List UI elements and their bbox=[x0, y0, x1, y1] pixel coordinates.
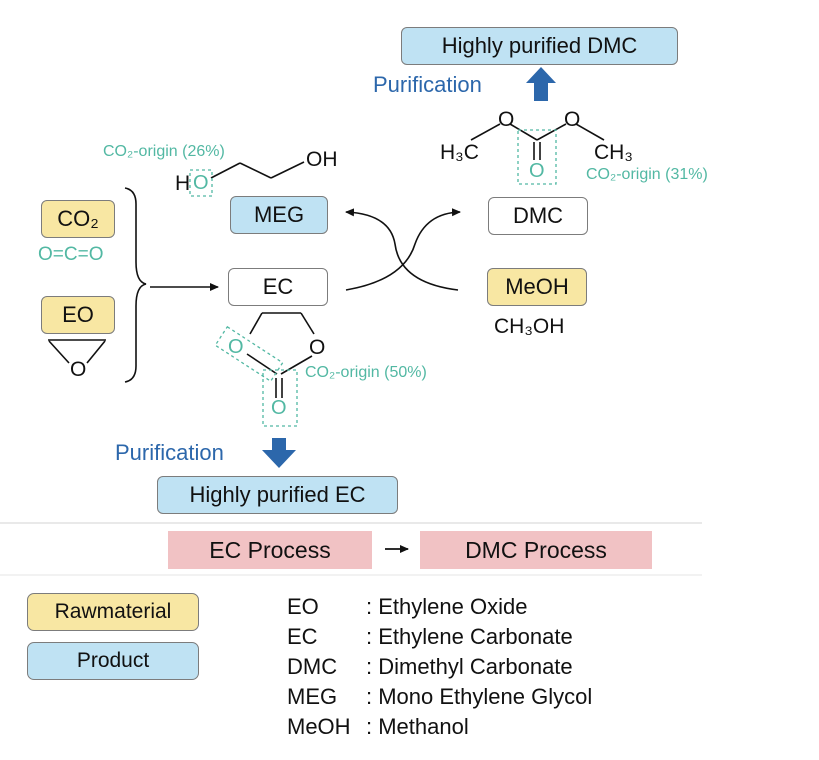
meg-co2-origin: CO₂-origin (26%) bbox=[103, 143, 225, 160]
meg-h: H bbox=[175, 172, 191, 195]
highly-purified-dmc-box: Highly purified DMC bbox=[401, 27, 678, 65]
co2-box: CO₂ bbox=[41, 200, 115, 238]
ec-o2: O bbox=[309, 336, 326, 359]
ec-co2-dotted-box-diag bbox=[214, 325, 284, 383]
legend-def: : Ethylene Oxide bbox=[366, 594, 528, 619]
dmc-h3c: H₃C bbox=[440, 141, 479, 164]
legend-raw-label: Rawmaterial bbox=[54, 600, 172, 623]
eo-box: EO bbox=[41, 296, 115, 334]
legend-raw-box: Rawmaterial bbox=[27, 593, 199, 631]
meg-o: O bbox=[193, 172, 209, 194]
ec-structure bbox=[246, 312, 315, 398]
legend-def: : Dimethyl Carbonate bbox=[366, 654, 573, 679]
co2-formula: O=C=O bbox=[38, 244, 104, 265]
co2-label: CO₂ bbox=[57, 206, 99, 231]
dmc-structure bbox=[470, 123, 605, 160]
dmc-co2-origin: CO₂-origin (31%) bbox=[586, 166, 708, 183]
legend-def: : Mono Ethylene Glycol bbox=[366, 684, 593, 709]
ec-process-box: EC Process bbox=[168, 531, 372, 569]
meoh-label: MeOH bbox=[505, 274, 569, 299]
meoh-formula: CH₃OH bbox=[494, 315, 565, 338]
legend-def: : Methanol bbox=[366, 714, 469, 739]
eo-label: EO bbox=[62, 302, 94, 327]
highly-purified-dmc-label: Highly purified DMC bbox=[441, 33, 638, 58]
legend-abbr: DMC bbox=[287, 654, 338, 679]
legend-abbr: MEG bbox=[287, 684, 338, 709]
ec-co2-origin: CO₂-origin (50%) bbox=[305, 364, 427, 381]
dmc-o3: O bbox=[529, 160, 545, 182]
meg-structure bbox=[210, 161, 305, 179]
ec-to-dmc-arrow bbox=[345, 208, 461, 291]
purification-top-label: Purification bbox=[373, 72, 482, 97]
dmc-o1: O bbox=[498, 108, 515, 131]
legend-abbr: EC bbox=[287, 624, 318, 649]
legend-def: : Ethylene Carbonate bbox=[366, 624, 573, 649]
legend-product-box: Product bbox=[27, 642, 199, 680]
eo-o: O bbox=[70, 358, 87, 381]
ec-co2-dotted-box bbox=[262, 369, 298, 427]
dmc-o2: O bbox=[564, 108, 581, 131]
dmc-ch3: CH₃ bbox=[594, 141, 633, 164]
dmc-process-box: DMC Process bbox=[420, 531, 652, 569]
highly-purified-ec-label: Highly purified EC bbox=[189, 482, 366, 507]
ec-process-label: EC Process bbox=[209, 536, 331, 563]
eo-structure bbox=[48, 339, 106, 364]
purification-bottom-label: Purification bbox=[115, 440, 224, 465]
ec-o3: O bbox=[271, 397, 287, 419]
meg-label: MEG bbox=[253, 202, 305, 227]
legend-product-label: Product bbox=[76, 649, 150, 672]
highly-purified-ec-box: Highly purified EC bbox=[157, 476, 398, 514]
meg-box: MEG bbox=[230, 196, 328, 234]
dmc-process-label: DMC Process bbox=[465, 536, 607, 563]
dmc-label: DMC bbox=[512, 203, 564, 228]
ec-box: EC bbox=[228, 268, 328, 306]
dmc-box: DMC bbox=[488, 197, 588, 235]
legend-abbr: EO bbox=[287, 594, 319, 619]
dmc-co2-dotted-box bbox=[517, 129, 557, 185]
raw-bracket bbox=[124, 187, 147, 383]
meg-oh: OH bbox=[306, 148, 338, 171]
meoh-box: MeOH bbox=[487, 268, 587, 306]
ec-label: EC bbox=[262, 274, 294, 299]
purification-up-arrow-icon bbox=[526, 67, 556, 101]
purification-down-arrow-icon bbox=[262, 438, 296, 468]
legend-abbr: MeOH bbox=[287, 714, 351, 739]
meoh-to-meg-arrow bbox=[345, 208, 459, 291]
ec-o1: O bbox=[228, 336, 244, 358]
